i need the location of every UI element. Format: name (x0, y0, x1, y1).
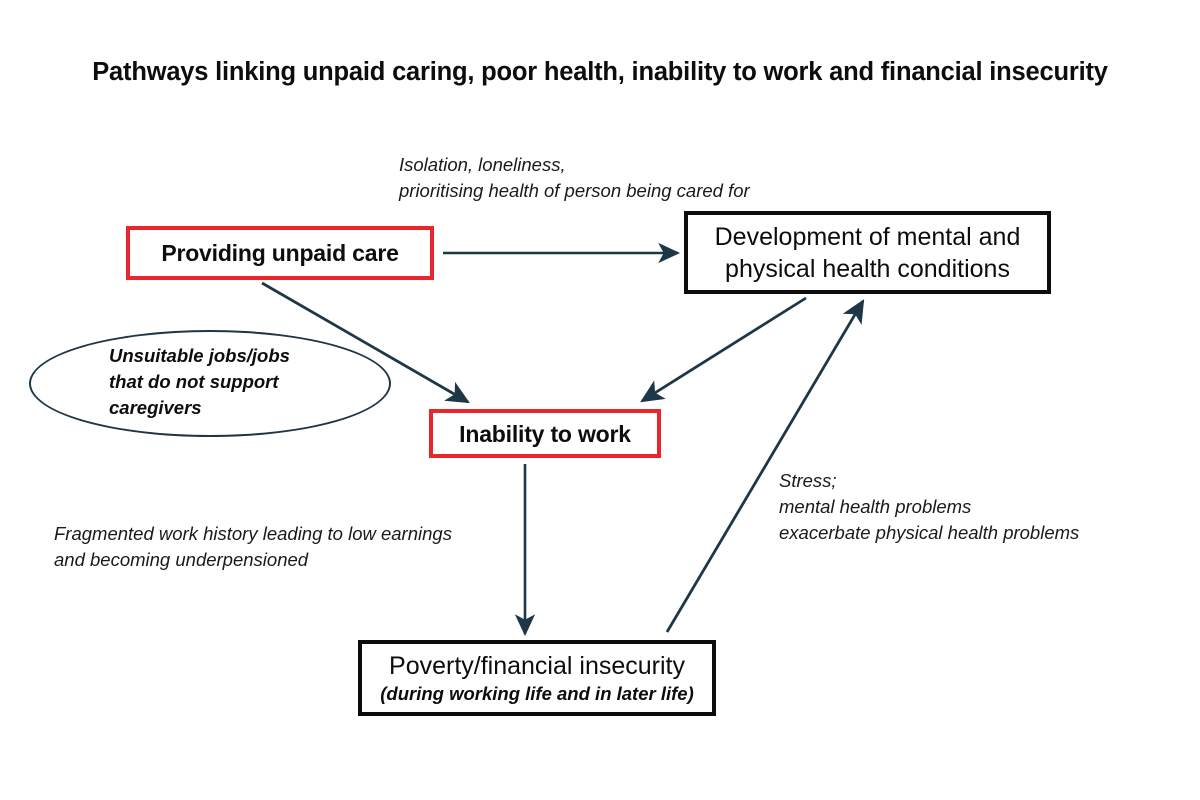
arrow-development-to-inability (640, 296, 807, 403)
page-title: Pathways linking unpaid caring, poor hea… (92, 58, 1108, 86)
node-unsuitable-jobs[interactable]: Unsuitable jobs/jobs that do not support… (29, 330, 391, 437)
note-fragmented: Fragmented work history leading to low e… (54, 523, 452, 570)
node-poverty-financial-insecurity[interactable]: Poverty/financial insecurity (during wor… (358, 640, 716, 716)
node-development-line-1: Development of mental and (714, 222, 1021, 251)
node-poverty-line-2: (during working life and in later life) (380, 683, 694, 704)
arrow-poverty-to-development (665, 299, 865, 633)
node-poverty-line-1: Poverty/financial insecurity (389, 652, 685, 680)
node-development-line-2: physical health conditions (725, 254, 1010, 283)
node-providing-unpaid-care[interactable]: Providing unpaid care (126, 226, 434, 280)
node-inability-to-work-label: Inability to work (459, 420, 631, 447)
note-isolation: Isolation, loneliness, prioritising heal… (399, 154, 750, 201)
note-stress: Stress; mental health problems exacerbat… (779, 470, 1080, 543)
node-development-of-conditions[interactable]: Development of mental and physical healt… (684, 211, 1051, 294)
node-inability-to-work[interactable]: Inability to work (429, 409, 661, 458)
node-providing-unpaid-care-label: Providing unpaid care (161, 240, 399, 266)
node-unsuitable-jobs-label: Unsuitable jobs/jobs that do not support… (109, 345, 290, 418)
